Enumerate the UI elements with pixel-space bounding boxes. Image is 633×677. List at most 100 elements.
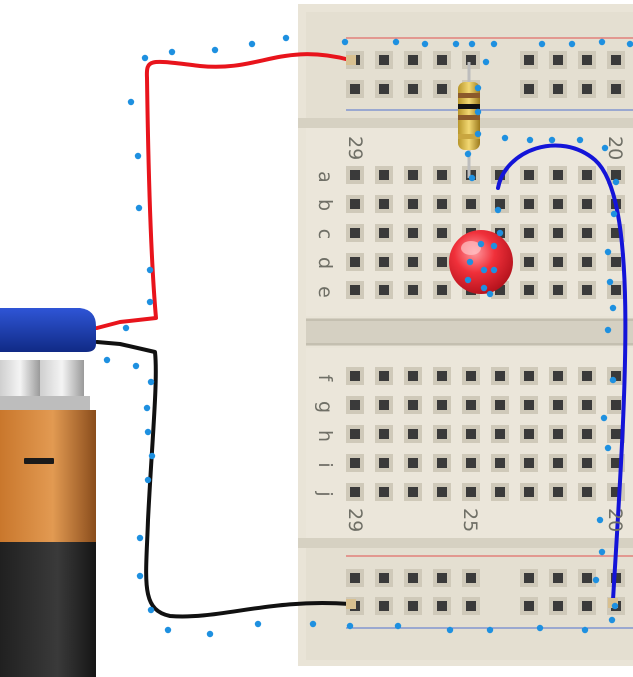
terminal-hole [437, 228, 447, 238]
probe-dot [612, 178, 620, 186]
probe-dot [143, 404, 151, 412]
terminal-hole [495, 400, 505, 410]
probe-dot [341, 38, 349, 46]
terminal-hole [408, 170, 418, 180]
probe-dot [601, 144, 609, 152]
terminal-hole [466, 400, 476, 410]
probe-dot [600, 414, 608, 422]
terminal-hole [553, 458, 563, 468]
probe-dot [464, 150, 472, 158]
rail-hole [350, 573, 360, 583]
rail-hole [553, 601, 563, 611]
terminal-hole [495, 199, 505, 209]
terminal-hole [611, 487, 621, 497]
terminal-hole [408, 285, 418, 295]
probe-dot [486, 626, 494, 634]
terminal-hole [408, 400, 418, 410]
terminal-hole [553, 199, 563, 209]
terminal-hole [466, 371, 476, 381]
battery-snap-right [40, 360, 84, 400]
terminal-hole [524, 257, 534, 267]
terminal-hole [437, 487, 447, 497]
terminal-hole [408, 487, 418, 497]
probe-dot [608, 616, 616, 624]
terminal-hole [582, 400, 592, 410]
rail-hole [582, 573, 592, 583]
probe-dot [468, 174, 476, 182]
column-label-20-top: 20 [604, 136, 626, 161]
terminal-hole [611, 170, 621, 180]
probe-dot [122, 324, 130, 332]
terminal-hole [408, 257, 418, 267]
rail-hole [524, 84, 534, 94]
probe-dot [248, 40, 256, 48]
probe-dot [392, 38, 400, 46]
terminal-hole [524, 228, 534, 238]
probe-dot [474, 108, 482, 116]
rail-hole [582, 84, 592, 94]
rail-hole [553, 84, 563, 94]
probe-dot [611, 602, 619, 610]
terminal-hole [611, 400, 621, 410]
probe-dot [496, 229, 504, 237]
probe-dot [474, 84, 482, 92]
terminal-hole [611, 429, 621, 439]
battery-negative-symbol [24, 458, 54, 464]
probe-dot [466, 258, 474, 266]
terminal-hole [582, 429, 592, 439]
rail-hole [379, 601, 389, 611]
resistor-band-2 [458, 104, 480, 109]
terminal-hole [379, 487, 389, 497]
rail-hole [437, 573, 447, 583]
terminal-hole [408, 199, 418, 209]
terminal-hole [379, 199, 389, 209]
bottom-rail-gap [298, 538, 633, 548]
probe-dot [490, 242, 498, 250]
terminal-hole [582, 257, 592, 267]
terminal-hole [611, 228, 621, 238]
probe-dot [446, 626, 454, 634]
black-wire [95, 340, 352, 619]
probe-dot [144, 428, 152, 436]
probe-dot [610, 210, 618, 218]
rail-hole [408, 573, 418, 583]
terminal-hole [466, 487, 476, 497]
terminal-hole [524, 487, 534, 497]
rail-hole [408, 601, 418, 611]
probe-dot [147, 606, 155, 614]
terminal-hole [379, 371, 389, 381]
terminal-hole [379, 257, 389, 267]
terminal-hole [495, 429, 505, 439]
terminal-hole [379, 285, 389, 295]
terminal-hole [350, 371, 360, 381]
rail-hole [524, 573, 534, 583]
rail-hole [437, 601, 447, 611]
row-label-g: g [314, 400, 336, 414]
terminal-hole [553, 285, 563, 295]
probe-dot [494, 206, 502, 214]
resistor-band-1 [458, 93, 480, 98]
probe-dot [626, 40, 633, 48]
probe-dot [486, 290, 494, 298]
terminal-hole [524, 170, 534, 180]
probe-dot [536, 624, 544, 632]
terminal-hole [437, 371, 447, 381]
probe-dot [346, 622, 354, 630]
rail-hole [524, 601, 534, 611]
terminal-hole [350, 285, 360, 295]
probe-dot [421, 40, 429, 48]
rail-hole [611, 55, 621, 65]
row-label-h: h [314, 429, 336, 443]
terminal-hole [408, 371, 418, 381]
rail-hole [379, 84, 389, 94]
probe-dot [134, 152, 142, 160]
probe-dot [604, 444, 612, 452]
terminal-hole [466, 199, 476, 209]
probe-dot [596, 516, 604, 524]
probe-dot [490, 40, 498, 48]
terminal-hole [553, 170, 563, 180]
terminal-hole [350, 487, 360, 497]
terminal-hole [466, 458, 476, 468]
rail-hole [466, 573, 476, 583]
resistor-band-3 [458, 115, 480, 120]
